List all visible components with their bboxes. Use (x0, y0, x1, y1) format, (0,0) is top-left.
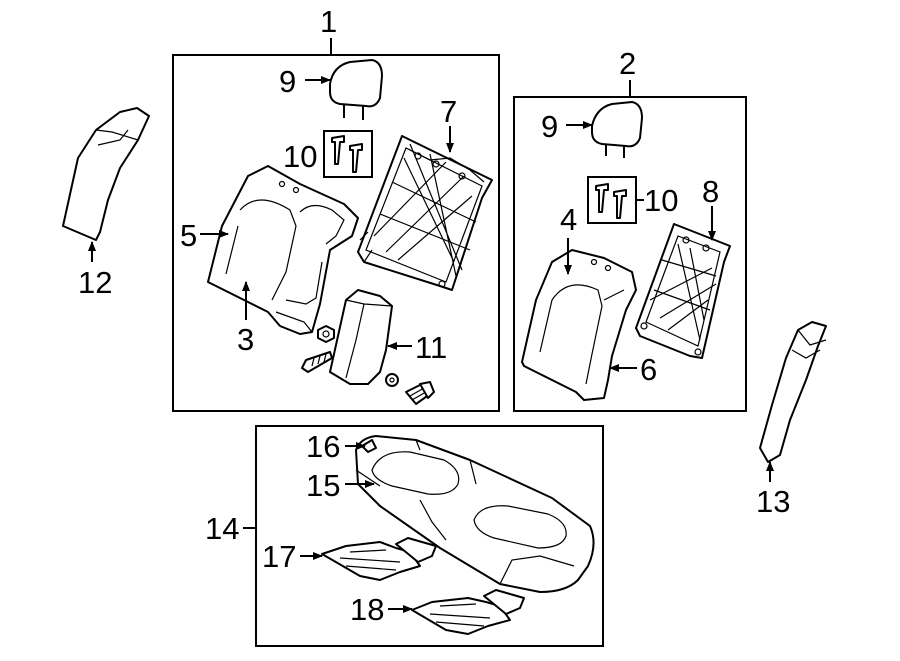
part-15-seat-cushion (355, 435, 595, 593)
part-3-seat-back-cover (207, 165, 359, 335)
callout-15: 15 (306, 468, 340, 503)
part-10-headrest-guides (331, 135, 363, 173)
callout-14: 14 (205, 511, 239, 546)
callout-9b: 9 (541, 109, 558, 144)
part-13-side-bolster (759, 321, 827, 463)
callout-8: 8 (702, 174, 719, 209)
callout-4: 4 (560, 202, 577, 237)
nut-fastener (317, 325, 335, 343)
part-18-seat-heater-pad (411, 589, 525, 635)
callout-11: 11 (415, 330, 447, 365)
callout-5: 5 (180, 218, 197, 253)
washer-fastener (385, 373, 399, 387)
part-9-headrest (329, 59, 383, 120)
screw-fastener (301, 351, 333, 373)
callout-10a: 10 (283, 139, 317, 174)
part-10-pin-box-2 (587, 176, 637, 224)
callout-17: 17 (262, 539, 296, 574)
part-8-seat-back-frame (635, 223, 731, 359)
part-11-armrest-cover (329, 289, 393, 385)
part-10-pin-box (323, 130, 373, 178)
bolt-fastener (405, 381, 435, 405)
assembly-14-box (255, 425, 604, 647)
part-9-headrest-2 (591, 101, 643, 158)
callout-9a: 9 (279, 64, 296, 99)
callout-2: 2 (619, 46, 636, 81)
callout-18: 18 (350, 592, 384, 627)
part-12-side-bolster (62, 107, 150, 241)
callout-12: 12 (78, 265, 112, 300)
callout-10b: 10 (644, 183, 678, 218)
part-17-seat-heater-pad (321, 537, 437, 581)
callout-16: 16 (306, 429, 340, 464)
callout-1: 1 (320, 4, 337, 39)
callout-3: 3 (237, 322, 254, 357)
callout-13: 13 (756, 484, 790, 519)
callout-6: 6 (640, 352, 657, 387)
part-10-headrest-guides-2 (595, 183, 627, 219)
part-4-seat-back-cover (521, 249, 637, 401)
callout-7: 7 (440, 94, 457, 129)
assembly-1-box (172, 54, 500, 412)
part-7-seat-back-frame (357, 135, 493, 291)
